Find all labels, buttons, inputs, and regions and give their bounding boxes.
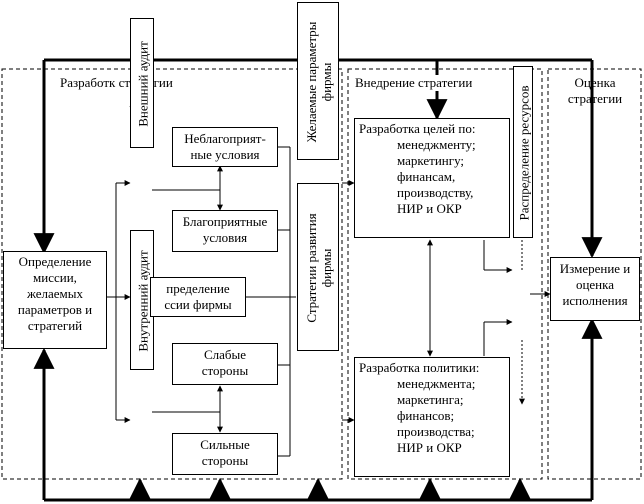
policy-line-2: менеджмента; — [397, 376, 476, 391]
goals-line-4: финансам, — [397, 169, 456, 184]
mission-line-2: миссии, — [33, 270, 77, 285]
mission-box: Определение миссии, желаемых параметров … — [3, 251, 107, 349]
firm-mission-line-2: ссии фирмы — [164, 297, 232, 312]
firm-strategies-label: Стратегии развития фирмы — [304, 213, 334, 322]
internal-audit-label: Внутренний аудит — [135, 250, 151, 352]
unfavorable-conditions-box: Неблагоприят- ные условия — [172, 127, 278, 167]
goals-line-2: менеджменту; — [397, 137, 476, 152]
favorable-line-1: Благоприятные — [182, 214, 268, 229]
firm-mission-line-1: пределение — [166, 281, 230, 296]
evaluation-section-title: Оценка стратегии — [552, 75, 638, 107]
desired-params-label: Желаемые параметры фирмы — [304, 22, 334, 143]
unfavorable-line-2: ные условия — [190, 147, 260, 162]
desired-params-line-2: фирмы — [319, 62, 334, 102]
firm-strategies-line-1: Стратегии развития — [304, 213, 319, 323]
mission-line-4: параметров и — [17, 302, 93, 317]
firm-strategies-line-2: фирмы — [319, 248, 334, 288]
goals-line-5: производству, — [397, 185, 474, 200]
policy-line-4: финансов; — [397, 408, 455, 423]
goals-line-6: НИР и ОКР — [397, 201, 462, 216]
goals-box: Разработка целей по: менеджменту; маркет… — [354, 118, 510, 238]
firm-mission-box: пределение ссии фирмы — [150, 277, 246, 317]
measure-line-1: Измерение и — [559, 261, 631, 276]
goals-line-3: маркетингу; — [397, 153, 465, 168]
policy-line-5: производства; — [397, 424, 475, 439]
firm-strategies-box: Стратегии развития фирмы — [297, 183, 339, 351]
favorable-conditions-box: Благоприятные условия — [172, 210, 278, 252]
evaluation-title-line-1: Оценка — [574, 75, 616, 90]
evaluation-section-frame — [547, 68, 642, 480]
strong-line-1: Сильные — [200, 437, 250, 452]
measure-line-3: исполнения — [562, 293, 628, 308]
implementation-section-frame — [347, 68, 543, 480]
policy-line-3: маркетинга; — [397, 392, 464, 407]
policy-line-6: НИР и ОКР — [397, 440, 462, 455]
weak-sides-box: Слабые стороны — [172, 343, 278, 385]
goals-line-1: Разработка целей по: — [359, 121, 476, 136]
measure-box: Измерение и оценка исполнения — [550, 257, 640, 321]
external-audit-box: Внешний аудит — [130, 18, 154, 148]
resources-box: Распределение ресурсов — [513, 66, 533, 238]
connectors — [106, 130, 551, 457]
implementation-section-title: Внедрение стратегии — [355, 75, 473, 91]
favorable-line-2: условия — [202, 230, 248, 245]
evaluation-title-line-2: стратегии — [567, 91, 623, 106]
development-section-title: Разработк стратегии — [60, 75, 173, 91]
mission-line-3: желаемых — [26, 286, 84, 301]
development-section-frame — [1, 68, 343, 480]
weak-line-1: Слабые — [203, 347, 247, 362]
unfavorable-line-1: Неблагоприят- — [184, 131, 266, 146]
mission-line-1: Определение — [18, 254, 92, 269]
desired-params-box: Желаемые параметры фирмы — [297, 2, 339, 160]
resources-label: Распределение ресурсов — [516, 85, 532, 221]
strong-sides-box: Сильные стороны — [172, 433, 278, 475]
strong-line-2: стороны — [201, 453, 249, 468]
feedback-loop-bottom — [33, 317, 603, 502]
mission-line-5: стратегий — [27, 318, 83, 333]
desired-params-line-1: Желаемые параметры — [304, 21, 319, 143]
policy-box: Разработка политики: менеджмента; маркет… — [354, 357, 510, 477]
measure-line-2: оценка — [575, 277, 615, 292]
external-audit-label: Внешний аудит — [135, 41, 151, 127]
weak-line-2: стороны — [201, 363, 249, 378]
policy-line-1: Разработка политики: — [359, 360, 480, 375]
